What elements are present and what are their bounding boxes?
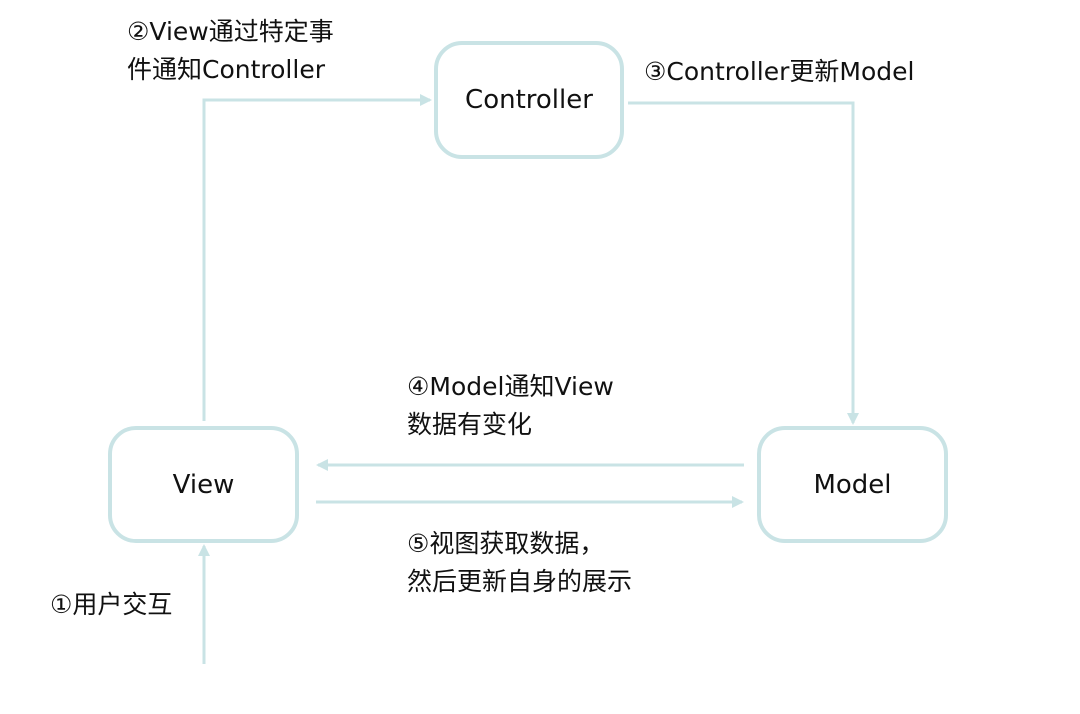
step4-label-line1: ④Model通知View — [407, 372, 614, 401]
step4-label-line2: 数据有变化 — [407, 410, 533, 439]
model-node-label: Model — [813, 469, 892, 500]
controller-node: Controller — [434, 41, 624, 159]
controller-node-label: Controller — [465, 85, 593, 115]
arrow-view-to-controller — [202, 94, 432, 421]
view-node-label: View — [172, 469, 235, 500]
step2-label: ②View通过特定事 件通知Controller — [127, 13, 334, 89]
arrow-controller-to-model — [628, 101, 859, 425]
step5-label-line1: ⑤视图获取数据， — [407, 529, 605, 558]
step2-label-line2: 件通知Controller — [127, 55, 325, 84]
step3-label-line1: ③Controller更新Model — [644, 57, 915, 86]
step4-label: ④Model通知View 数据有变化 — [407, 368, 614, 444]
model-node: Model — [757, 426, 948, 543]
step1-label-line1: ①用户交互 — [50, 590, 173, 619]
step1-label: ①用户交互 — [50, 586, 172, 624]
view-node: View — [108, 426, 299, 543]
step5-label-line2: 然后更新自身的展示 — [407, 567, 633, 596]
step3-label: ③Controller更新Model — [644, 53, 914, 91]
step5-label: ⑤视图获取数据， 然后更新自身的展示 — [407, 525, 632, 601]
step2-label-line1: ②View通过特定事 — [127, 17, 334, 46]
